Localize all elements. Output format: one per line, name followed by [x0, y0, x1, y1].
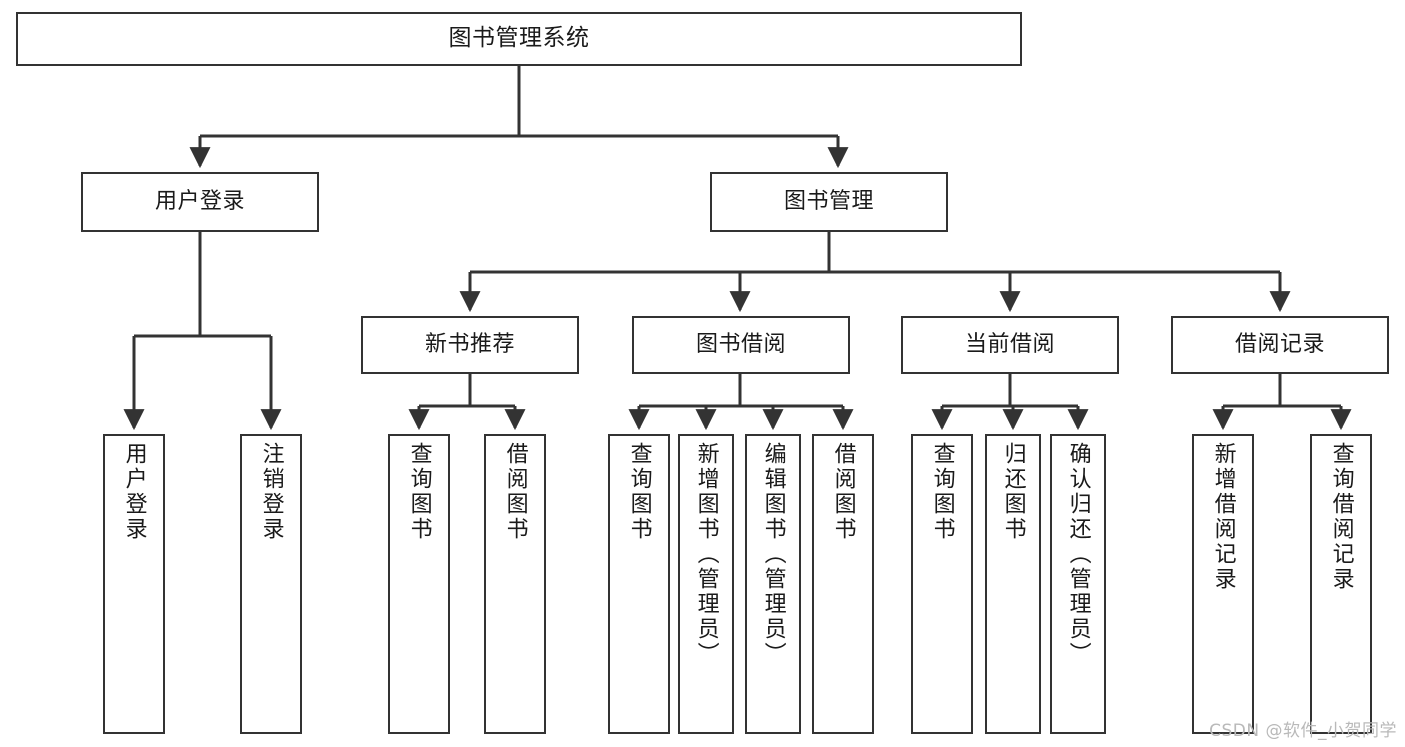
node-level3-book-borrow-label: 图书借阅	[695, 332, 786, 358]
node-leaf-borrow-book-newbook-label: 借阅图书	[502, 442, 528, 542]
node-leaf-borrow-book-newbook[interactable]: 借阅图书	[484, 434, 546, 734]
node-leaf-query-book-borrow-label: 查询图书	[626, 442, 652, 542]
node-level2-user-login-label: 用户登录	[154, 189, 245, 215]
node-leaf-edit-book-admin[interactable]: 编辑图书（管理员）	[745, 434, 801, 734]
node-leaf-return-book-label: 归还图书	[1000, 442, 1026, 542]
node-level3-new-book-recommend-label: 新书推荐	[424, 332, 515, 358]
node-level3-current-borrow[interactable]: 当前借阅	[901, 316, 1119, 374]
node-leaf-add-borrow-record[interactable]: 新增借阅记录	[1192, 434, 1254, 734]
node-level3-borrow-record-label: 借阅记录	[1234, 332, 1325, 358]
node-level2-book-management-label: 图书管理	[783, 189, 874, 215]
node-level3-current-borrow-label: 当前借阅	[964, 332, 1055, 358]
node-leaf-query-book-newbook-label: 查询图书	[406, 442, 432, 542]
node-leaf-user-login-label: 用户登录	[121, 442, 147, 542]
node-root-label: 图书管理系统	[448, 25, 590, 52]
node-leaf-return-book[interactable]: 归还图书	[985, 434, 1041, 734]
node-leaf-query-book-current[interactable]: 查询图书	[911, 434, 973, 734]
node-leaf-lend-book[interactable]: 借阅图书	[812, 434, 874, 734]
node-leaf-logout-label: 注销登录	[258, 442, 284, 542]
node-leaf-confirm-return-admin[interactable]: 确认归还（管理员）	[1050, 434, 1106, 734]
node-leaf-query-borrow-record[interactable]: 查询借阅记录	[1310, 434, 1372, 734]
node-leaf-logout[interactable]: 注销登录	[240, 434, 302, 734]
node-leaf-add-borrow-record-label: 新增借阅记录	[1210, 442, 1236, 592]
node-leaf-query-book-newbook[interactable]: 查询图书	[388, 434, 450, 734]
node-leaf-edit-book-admin-label: 编辑图书（管理员）	[760, 442, 786, 667]
node-level2-book-management[interactable]: 图书管理	[710, 172, 948, 232]
node-level2-user-login[interactable]: 用户登录	[81, 172, 319, 232]
node-leaf-confirm-return-admin-label: 确认归还（管理员）	[1065, 442, 1091, 667]
node-leaf-add-book-admin-label: 新增图书（管理员）	[693, 442, 719, 667]
node-level3-new-book-recommend[interactable]: 新书推荐	[361, 316, 579, 374]
csdn-watermark: CSDN @软件_小贺同学	[1209, 721, 1397, 741]
node-root[interactable]: 图书管理系统	[16, 12, 1022, 66]
node-level3-book-borrow[interactable]: 图书借阅	[632, 316, 850, 374]
node-leaf-add-book-admin[interactable]: 新增图书（管理员）	[678, 434, 734, 734]
node-leaf-lend-book-label: 借阅图书	[830, 442, 856, 542]
node-leaf-user-login[interactable]: 用户登录	[103, 434, 165, 734]
node-leaf-query-book-current-label: 查询图书	[929, 442, 955, 542]
node-leaf-query-book-borrow[interactable]: 查询图书	[608, 434, 670, 734]
node-level3-borrow-record[interactable]: 借阅记录	[1171, 316, 1389, 374]
node-leaf-query-borrow-record-label: 查询借阅记录	[1328, 442, 1354, 592]
